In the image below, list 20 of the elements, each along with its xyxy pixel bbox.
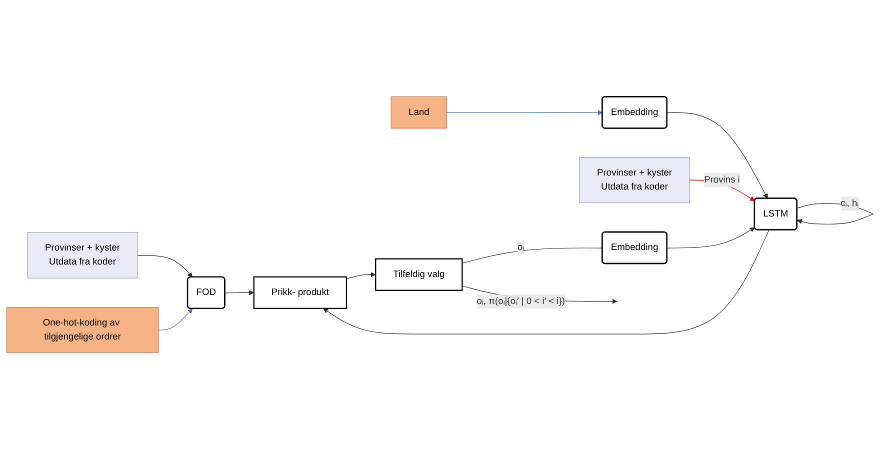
arrow <box>224 290 254 296</box>
arrow <box>796 204 874 225</box>
arrow <box>323 230 770 335</box>
node-box: Prikk- produkt <box>253 276 348 310</box>
edge-label: Provins i <box>704 175 740 186</box>
arrow <box>158 308 193 331</box>
node-box: Provinser + kyster Utdata fra koder <box>27 232 138 279</box>
node-box: Land <box>390 96 448 129</box>
node-box: Tilfeldig valg <box>375 258 463 292</box>
arrow <box>666 112 768 199</box>
edge-label: oᵢ <box>518 242 524 253</box>
arrow <box>446 110 603 116</box>
arrow <box>346 272 376 280</box>
arrow <box>137 255 193 278</box>
arrow <box>666 228 756 249</box>
edge-label: oᵢ, π(oᵢ|{oᵢ′ | 0 < i′ < i}) <box>476 296 565 306</box>
node-box: One-hot-koding av tilgjengelige ordrer <box>6 307 159 354</box>
edge-label: cᵢ, hᵢ <box>840 198 859 209</box>
connector <box>462 248 603 264</box>
node-box: Provinser + kyster Utdata fra koder <box>579 157 690 204</box>
